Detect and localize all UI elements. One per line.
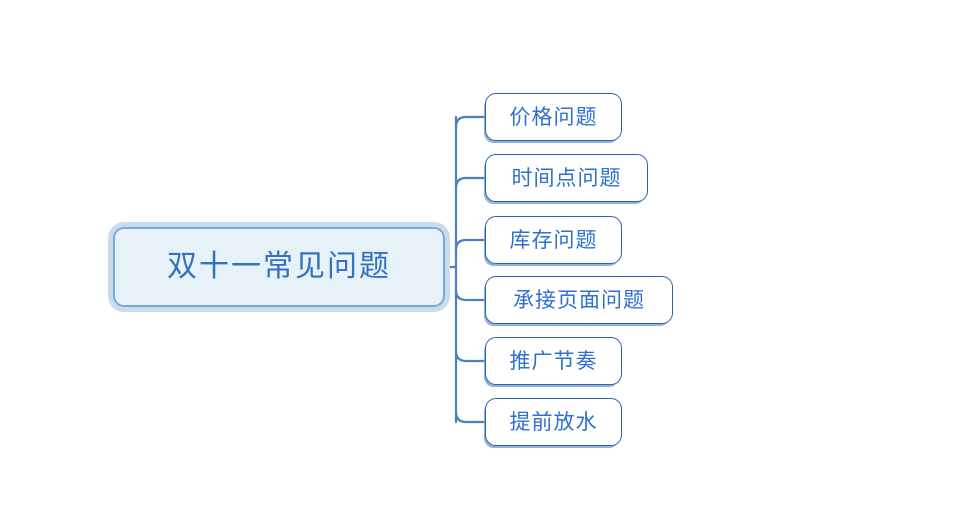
root-node-body: 双十一常见问题	[113, 227, 445, 307]
child-node-label: 承接页面问题	[513, 287, 645, 312]
connector-branch-3	[454, 238, 487, 252]
child-node[interactable]: 提前放水	[485, 398, 622, 446]
root-node-label: 双十一常见问题	[167, 249, 391, 284]
root-node[interactable]: 双十一常见问题	[108, 222, 450, 312]
connector-branch-5	[454, 349, 487, 363]
child-node[interactable]: 价格问题	[485, 93, 622, 141]
connector-branch-2	[454, 176, 487, 190]
child-node[interactable]: 库存问题	[485, 216, 622, 264]
connector-branch-1	[454, 115, 487, 129]
child-node-label: 库存问题	[509, 227, 598, 252]
child-node[interactable]: 推广节奏	[485, 337, 622, 385]
connector-branch-4	[454, 288, 487, 302]
child-node-label: 提前放水	[509, 409, 598, 434]
child-node-label: 价格问题	[509, 104, 598, 129]
child-node[interactable]: 承接页面问题	[485, 276, 673, 324]
child-node-label: 时间点问题	[511, 165, 622, 190]
child-node-label: 推广节奏	[509, 348, 598, 373]
child-node[interactable]: 时间点问题	[485, 154, 648, 202]
connector-branch-6	[454, 410, 487, 424]
